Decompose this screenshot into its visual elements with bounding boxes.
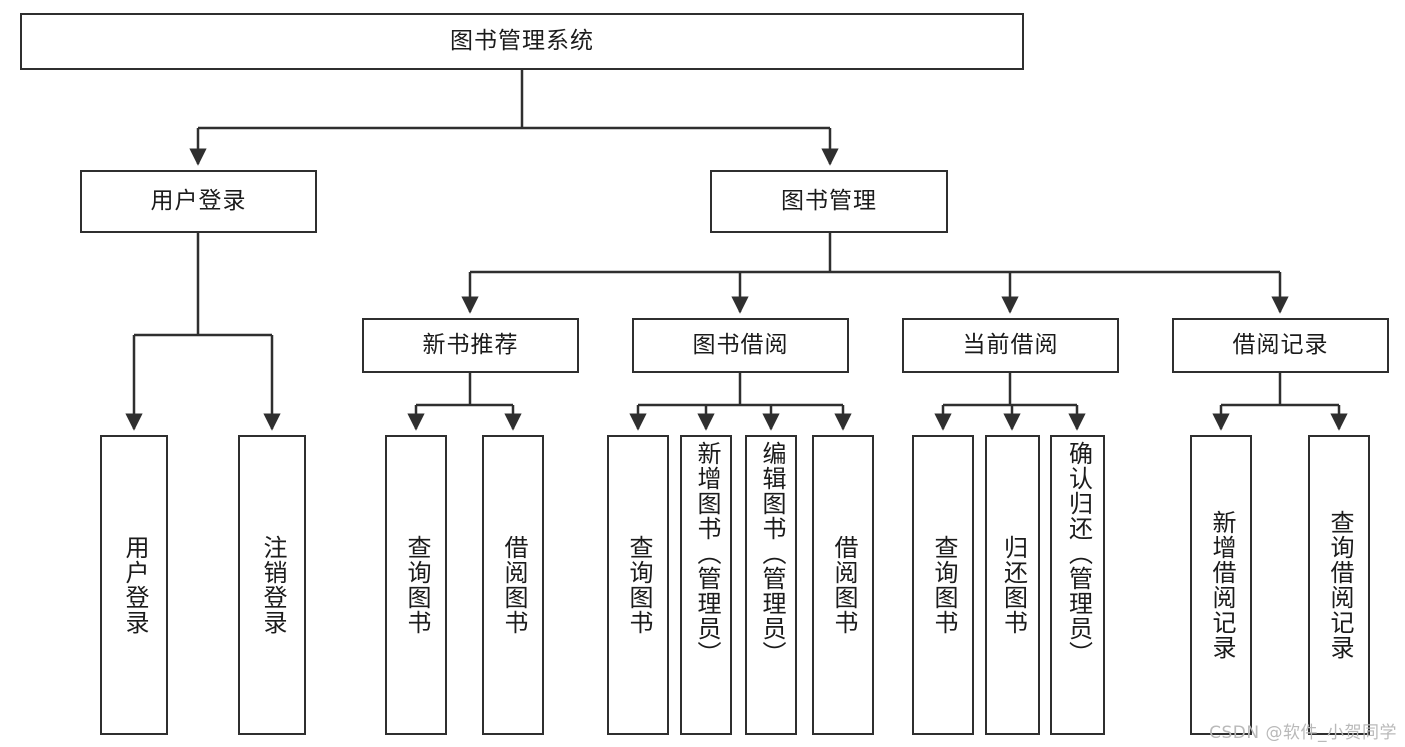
node-new-book-recommend-label: 新书推荐 xyxy=(422,332,519,358)
node-book-borrow[interactable]: 图书借阅 xyxy=(632,318,849,373)
leaf-add-borrow-record[interactable]: 新增借阅记录 xyxy=(1190,435,1252,735)
leaf-user-logout[interactable]: 注销登录 xyxy=(238,435,306,735)
leaf-borrow-book-rec[interactable]: 借阅图书 xyxy=(482,435,544,735)
leaf-borrow-book-label: 借阅图书 xyxy=(829,535,858,635)
leaf-edit-book-admin[interactable]: 编辑图书（管理员） xyxy=(745,435,797,735)
leaf-add-book-admin[interactable]: 新增图书（管理员） xyxy=(680,435,732,735)
leaf-add-borrow-record-label: 新增借阅记录 xyxy=(1207,510,1236,660)
node-new-book-recommend[interactable]: 新书推荐 xyxy=(362,318,579,373)
leaf-edit-book-admin-label: 编辑图书（管理员） xyxy=(757,441,786,666)
node-root-label: 图书管理系统 xyxy=(450,28,594,54)
node-user-login-label: 用户登录 xyxy=(150,188,247,214)
leaf-query-book-borrow-label: 查询图书 xyxy=(624,535,653,635)
node-current-borrow-label: 当前借阅 xyxy=(962,332,1059,358)
node-borrow-record-label: 借阅记录 xyxy=(1232,332,1329,358)
leaf-return-book[interactable]: 归还图书 xyxy=(985,435,1040,735)
leaf-query-book-rec[interactable]: 查询图书 xyxy=(385,435,447,735)
leaf-confirm-return-admin-label: 确认归还（管理员） xyxy=(1064,441,1093,666)
leaf-borrow-book-rec-label: 借阅图书 xyxy=(499,535,528,635)
leaf-user-logout-label: 注销登录 xyxy=(258,535,287,635)
leaf-query-book-rec-label: 查询图书 xyxy=(402,535,431,635)
watermark: CSDN @软件_小贺同学 xyxy=(1209,723,1397,743)
node-root[interactable]: 图书管理系统 xyxy=(20,13,1024,70)
node-current-borrow[interactable]: 当前借阅 xyxy=(902,318,1119,373)
leaf-query-book-current[interactable]: 查询图书 xyxy=(912,435,974,735)
leaf-user-login[interactable]: 用户登录 xyxy=(100,435,168,735)
leaf-query-borrow-record-label: 查询借阅记录 xyxy=(1325,510,1354,660)
node-book-management-label: 图书管理 xyxy=(781,188,877,214)
node-borrow-record[interactable]: 借阅记录 xyxy=(1172,318,1389,373)
leaf-add-book-admin-label: 新增图书（管理员） xyxy=(692,441,721,666)
leaf-query-book-current-label: 查询图书 xyxy=(929,535,958,635)
node-user-login[interactable]: 用户登录 xyxy=(80,170,317,233)
node-book-management[interactable]: 图书管理 xyxy=(710,170,948,233)
node-book-borrow-label: 图书借阅 xyxy=(692,332,789,358)
leaf-return-book-label: 归还图书 xyxy=(999,535,1028,635)
leaf-query-borrow-record[interactable]: 查询借阅记录 xyxy=(1308,435,1370,735)
leaf-confirm-return-admin[interactable]: 确认归还（管理员） xyxy=(1050,435,1105,735)
leaf-user-login-label: 用户登录 xyxy=(120,535,149,635)
leaf-borrow-book[interactable]: 借阅图书 xyxy=(812,435,874,735)
leaf-query-book-borrow[interactable]: 查询图书 xyxy=(607,435,669,735)
